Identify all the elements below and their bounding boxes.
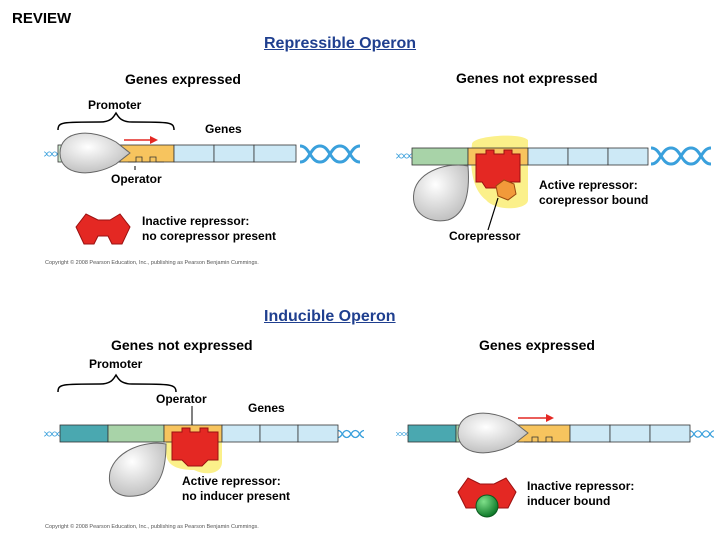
rna-polymerase — [108, 442, 167, 497]
inducible-left-title: Genes not expressed — [111, 337, 253, 353]
dna-helix-left-end — [44, 430, 60, 438]
teal-region — [59, 424, 109, 443]
inducible-left-dna — [44, 373, 364, 497]
dna-helix-right-end — [649, 146, 713, 166]
inactive-repressor-label: Inactive repressor: no corepressor prese… — [142, 214, 277, 243]
repressible-right-title: Genes not expressed — [456, 70, 598, 86]
gene-segment — [253, 144, 297, 163]
gene-segment — [259, 424, 299, 443]
gene-segment — [567, 147, 609, 166]
rna-polymerase — [413, 164, 469, 222]
gene-segment — [527, 147, 569, 166]
copyright-text: Copyright © 2008 Pearson Education, Inc.… — [45, 260, 259, 266]
repressible-right-dna — [396, 135, 713, 231]
active-repressor-label: Active repressor: corepressor bound — [539, 178, 649, 207]
active-repressor-shape — [475, 149, 521, 189]
inducible-right-dna — [396, 412, 714, 518]
corepressor-label: Corepressor — [449, 229, 521, 243]
dna-helix-right-end — [338, 429, 364, 439]
gene-segment — [297, 424, 339, 443]
promoter-region — [411, 147, 469, 166]
active-repressor-shape — [171, 427, 219, 467]
rna-polymerase — [59, 132, 131, 174]
inactive-repressor-shape — [75, 213, 131, 245]
gene-segment — [649, 424, 691, 443]
promoter-brace — [57, 373, 177, 393]
genes-label: Genes — [205, 122, 242, 136]
operator-label: Operator — [156, 392, 207, 406]
promoter-brace — [57, 111, 175, 131]
dna-helix-right-end — [298, 144, 362, 164]
promoter-label: Promoter — [88, 98, 142, 112]
inactive-repressor-label: Inactive repressor: inducer bound — [527, 479, 635, 508]
gene-segment — [569, 424, 611, 443]
rna-polymerase — [457, 412, 529, 454]
active-repressor-label: Active repressor: no inducer present — [182, 474, 291, 503]
corepressor-shape — [495, 179, 517, 201]
repressible-operon-title: Repressible Operon — [264, 35, 417, 52]
repressible-left-dna — [44, 111, 362, 174]
gene-segment — [213, 144, 255, 163]
gene-segment — [607, 147, 649, 166]
promoter-region — [107, 424, 165, 443]
inducible-operon-title: Inducible Operon — [264, 308, 396, 325]
dna-helix-right-end — [690, 429, 714, 439]
gene-segment — [221, 424, 261, 443]
teal-region — [407, 424, 457, 443]
corepressor-pointer — [487, 197, 499, 231]
gene-segment — [609, 424, 651, 443]
gene-segment — [173, 144, 215, 163]
promoter-label: Promoter — [89, 357, 143, 371]
dna-helix-left-end — [396, 152, 412, 160]
genes-label: Genes — [248, 401, 285, 415]
operator-label: Operator — [111, 172, 162, 186]
dna-helix-left-end — [44, 150, 60, 158]
dna-helix-left-end — [396, 430, 408, 438]
inducible-right-title: Genes expressed — [479, 337, 595, 353]
review-label: REVIEW — [12, 10, 72, 27]
repressible-left-title: Genes expressed — [125, 71, 241, 87]
copyright-text: Copyright © 2008 Pearson Education, Inc.… — [45, 524, 259, 530]
inducer-molecule — [475, 494, 499, 518]
